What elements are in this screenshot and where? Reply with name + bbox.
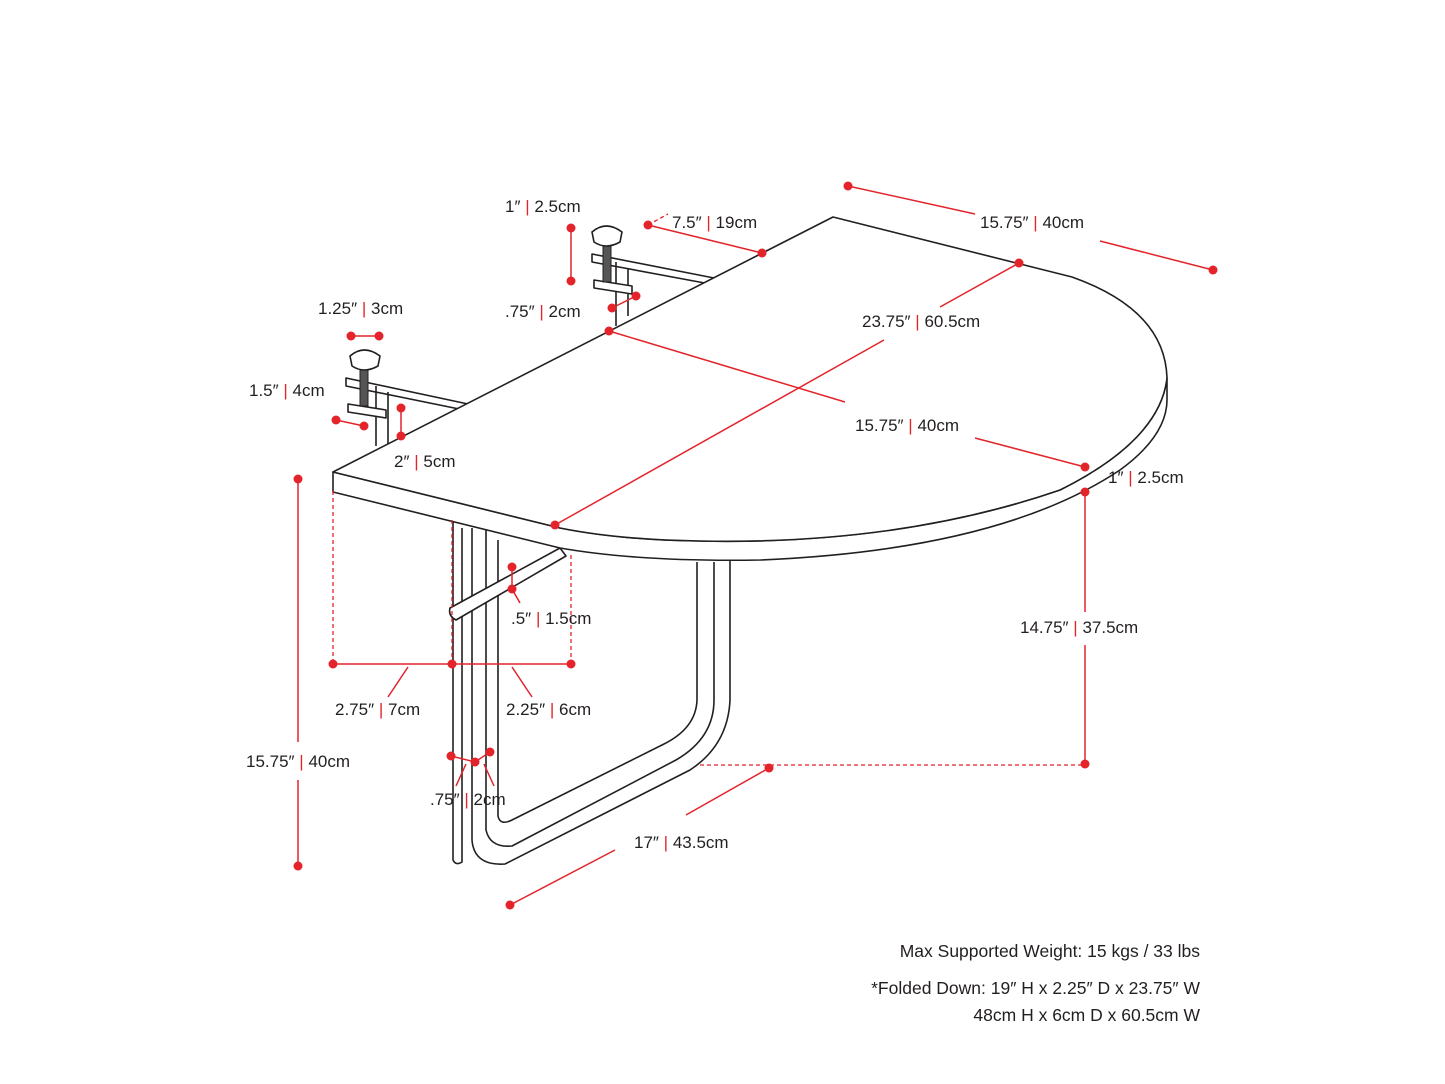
max-weight-note: Max Supported Weight: 15 kgs / 33 lbs [900, 941, 1201, 961]
brace-rod [448, 547, 567, 621]
right-clamp [591, 225, 715, 326]
u-leg-inner2 [497, 540, 698, 824]
label-overall-height: 15.75″ | 40cm [246, 752, 350, 771]
label-tube-width: .75″ | 2cm [430, 790, 506, 809]
label-top-width: 23.75″ | 60.5cm [862, 312, 980, 331]
u-leg-outer [471, 528, 731, 865]
label-rod-diameter: .5″ | 1.5cm [511, 609, 591, 628]
left-clamp [345, 349, 469, 450]
label-offset-left: 2.75″ | 7cm [335, 700, 420, 719]
tabletop [332, 216, 1168, 543]
knob-icon [349, 349, 381, 371]
u-leg-inner [485, 530, 715, 847]
label-offset-right: 2.25″ | 6cm [506, 700, 591, 719]
table-illustration [332, 216, 1168, 865]
label-top-depth-mid: 15.75″ | 40cm [855, 416, 959, 435]
label-bracket-drop: 2″ | 5cm [394, 452, 456, 471]
label-top-thickness: 1″ | 2.5cm [1108, 468, 1184, 487]
dimension-labels: 1″ | 2.5cm 7.5″ | 19cm 15.75″ | 40cm 1.2… [246, 197, 1184, 852]
label-clamp-height: 1″ | 2.5cm [505, 197, 581, 216]
folded-imperial-note: *Folded Down: 19″ H x 2.25″ D x 23.75″ W [871, 978, 1200, 998]
label-clamp-gap: .75″ | 2cm [505, 302, 581, 321]
label-top-depth-back: 15.75″ | 40cm [980, 213, 1084, 232]
rear-leg [452, 520, 463, 865]
label-clamp-length: 7.5″ | 19cm [672, 213, 757, 232]
folded-metric-note: 48cm H x 6cm D x 60.5cm W [973, 1005, 1200, 1025]
knob-icon [591, 225, 623, 247]
dimension-lines [293, 181, 1218, 910]
label-knob-width: 1.25″ | 3cm [318, 299, 403, 318]
label-clamp-depth: 1.5″ | 4cm [249, 381, 325, 400]
spec-notes: Max Supported Weight: 15 kgs / 33 lbs *F… [871, 941, 1200, 1025]
label-leg-depth: 17″ | 43.5cm [634, 833, 729, 852]
label-leg-height: 14.75″ | 37.5cm [1020, 618, 1138, 637]
